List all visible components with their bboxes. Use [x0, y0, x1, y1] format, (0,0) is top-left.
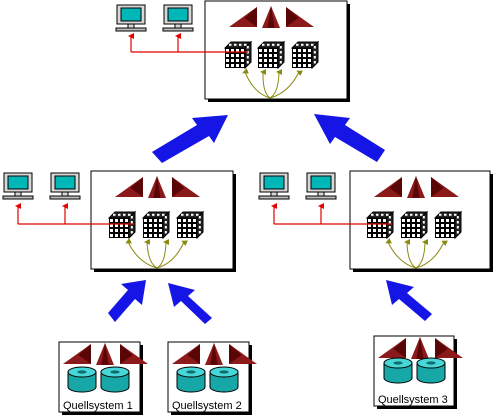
flow-arrow-source2-to-left: [168, 283, 212, 324]
olap-cube-icon: [256, 40, 286, 70]
source-database-group: [67, 357, 446, 393]
database-disk-icon: [209, 366, 239, 393]
analysis-wedge-group: [63, 6, 463, 365]
analysis-wedge-icon: [407, 176, 425, 198]
analysis-wedge-icon: [378, 338, 406, 358]
flow-arrow-left-to-top: [152, 115, 228, 163]
analysis-wedge-icon: [205, 343, 223, 365]
database-disk-icon: [176, 366, 206, 393]
olap-cube-icon: [141, 210, 171, 240]
analysis-wedge-icon: [229, 344, 257, 364]
flow-arrow-source3-to-right: [386, 280, 432, 321]
database-disk-icon: [416, 357, 446, 384]
computer-monitor-icon: [2, 172, 34, 200]
feed-arrows: [125, 237, 188, 269]
delivery-link: [128, 33, 248, 53]
delivery-link: [15, 203, 134, 225]
analysis-wedge-icon: [172, 177, 200, 197]
feed-arrow-group: [125, 68, 448, 269]
database-disk-icon: [67, 366, 97, 393]
analysis-wedge-icon: [262, 6, 280, 28]
computer-monitor-icon: [49, 172, 81, 200]
feed-arrows: [242, 68, 304, 99]
olap-cube-icon: [365, 210, 395, 240]
analysis-wedge-icon: [115, 177, 143, 197]
source-label-3: Quellsystem 3: [378, 394, 448, 406]
database-disk-icon: [383, 357, 413, 384]
olap-cube-icon: [433, 210, 463, 240]
delivery-link-group: [15, 33, 392, 225]
analysis-wedge-icon: [120, 344, 148, 364]
olap-cube-icon: [175, 210, 205, 240]
olap-cube-group: [107, 40, 463, 240]
analysis-wedge-icon: [229, 7, 257, 27]
computer-monitor-icon: [162, 4, 194, 32]
source-label-2: Quellsystem 2: [172, 400, 242, 412]
analysis-wedge-icon: [286, 7, 314, 27]
feed-arrows: [385, 238, 448, 269]
computer-monitor-icon: [258, 172, 290, 200]
workstation-group: [2, 4, 337, 200]
analysis-wedge-icon: [148, 176, 166, 198]
analysis-wedge-icon: [411, 337, 429, 359]
analysis-wedge-icon: [96, 343, 114, 365]
analysis-wedge-icon: [63, 344, 91, 364]
olap-cube-icon: [223, 40, 253, 70]
computer-monitor-icon: [115, 4, 147, 32]
database-disk-icon: [100, 366, 130, 393]
analysis-wedge-icon: [374, 177, 402, 197]
delivery-link: [271, 203, 392, 225]
olap-cube-icon: [399, 210, 429, 240]
source-label-1: Quellsystem 1: [63, 400, 133, 412]
analysis-wedge-icon: [431, 177, 459, 197]
flow-arrow-source1-to-left: [108, 280, 146, 322]
analysis-wedge-icon: [172, 344, 200, 364]
flow-arrow-right-to-top: [314, 114, 385, 162]
analysis-wedge-icon: [435, 338, 463, 358]
computer-monitor-icon: [305, 172, 337, 200]
olap-cube-icon: [290, 40, 320, 70]
olap-cube-icon: [107, 210, 137, 240]
